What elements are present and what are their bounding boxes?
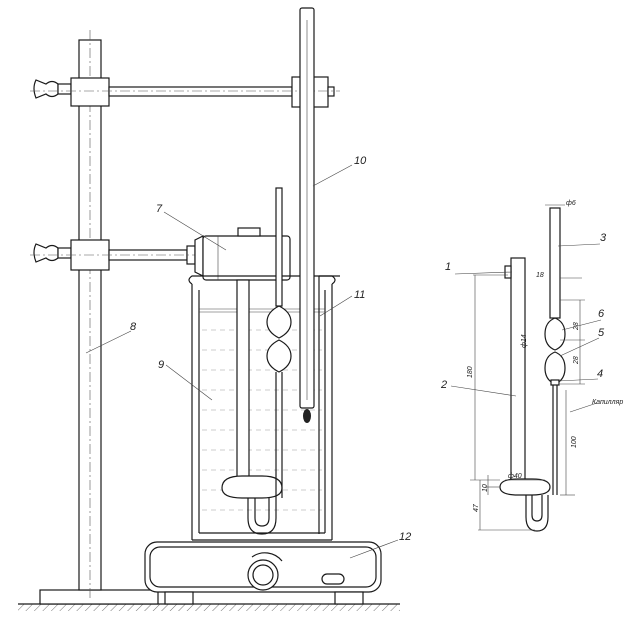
label-2: 2 [440,379,447,391]
dim-100: 100 [571,436,578,448]
upper-clamp [30,76,340,108]
leader-lines-left [85,164,399,559]
label-1: 1 [445,261,451,273]
label-7: 7 [156,203,163,215]
dim-18: 18 [536,272,544,279]
ground-line [18,603,400,611]
dim-47: 47 [473,503,480,512]
dim-10: 10 [482,484,489,492]
dim-28-upper: 28 [573,322,580,331]
label-4: 4 [597,368,603,380]
label-3: 3 [600,232,607,244]
tube-holder [194,227,291,281]
label-6: 6 [598,308,605,320]
stand-base [39,589,159,605]
dim-diameter-6: ф6 [566,200,576,207]
dim-180: 180 [467,366,474,378]
viscometer-in-beaker [221,187,292,535]
thermometer [299,7,315,423]
leader-lines-right [450,243,602,413]
label-11: 11 [354,289,365,301]
dimension-lines [470,204,585,531]
label-12: 12 [399,531,411,543]
label-10: 10 [354,155,367,167]
stand-rod [78,30,102,600]
stirrer-rod [318,275,340,534]
label-capillary: Капилляр [592,399,623,406]
dim-diameter-40: ф40 [508,473,522,480]
lower-clamp [30,239,200,271]
label-8: 8 [130,321,137,333]
dim-28-lower: 28 [573,356,580,365]
viscometer-detail [499,207,566,532]
beaker [188,275,336,541]
dim-diameter-14: ф14 [521,334,528,348]
hot-plate [144,541,382,605]
label-5: 5 [598,327,605,339]
liquid-dashes [202,329,322,511]
label-9: 9 [158,359,164,371]
